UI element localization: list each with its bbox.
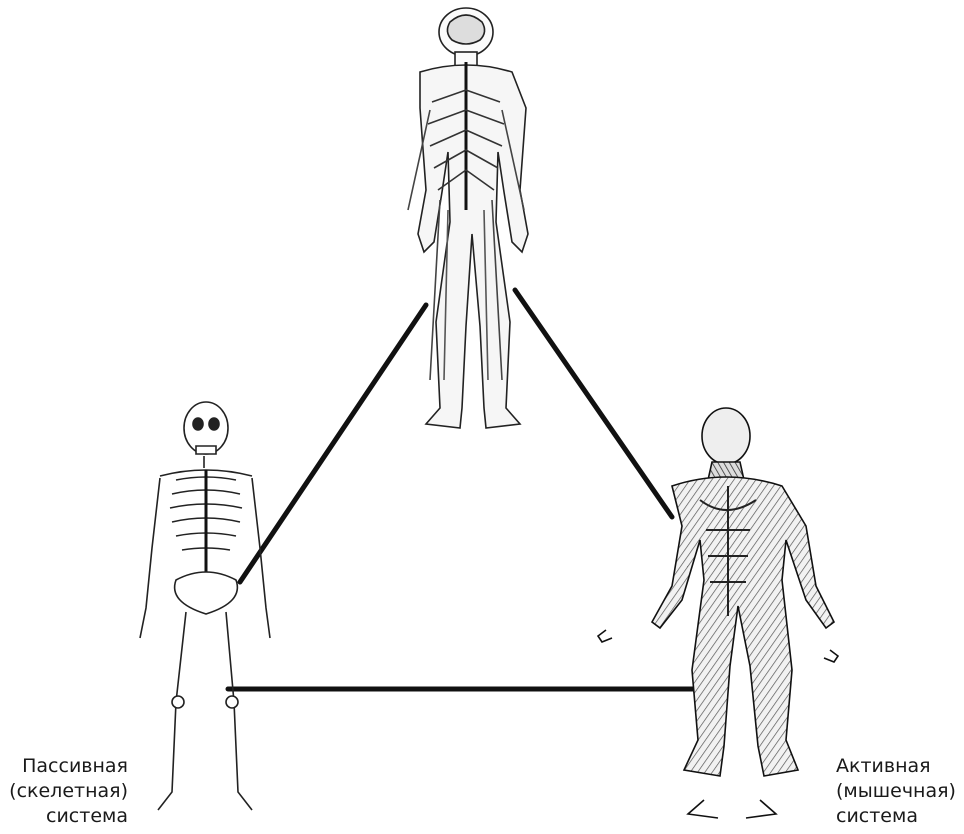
caption-active-system: Активная (мышечная) система: [836, 754, 964, 829]
skeleton-figure-icon: [140, 402, 270, 810]
caption-passive-line-1: Пассивная: [0, 754, 128, 779]
edge-nervous-to-skeleton: [240, 305, 426, 582]
caption-active-line-2: (мышечная): [836, 779, 964, 804]
caption-passive-line-2: (скелетная): [0, 779, 128, 804]
muscular-figure-icon: [598, 408, 838, 818]
caption-passive-system: Пассивная (скелетная) система: [0, 754, 128, 829]
nervous-system-figure-icon: [408, 8, 528, 428]
caption-active-line-1: Активная: [836, 754, 964, 779]
caption-active-line-3: система: [836, 804, 964, 829]
edge-nervous-to-muscular: [515, 290, 672, 517]
caption-passive-line-3: система: [0, 804, 128, 829]
